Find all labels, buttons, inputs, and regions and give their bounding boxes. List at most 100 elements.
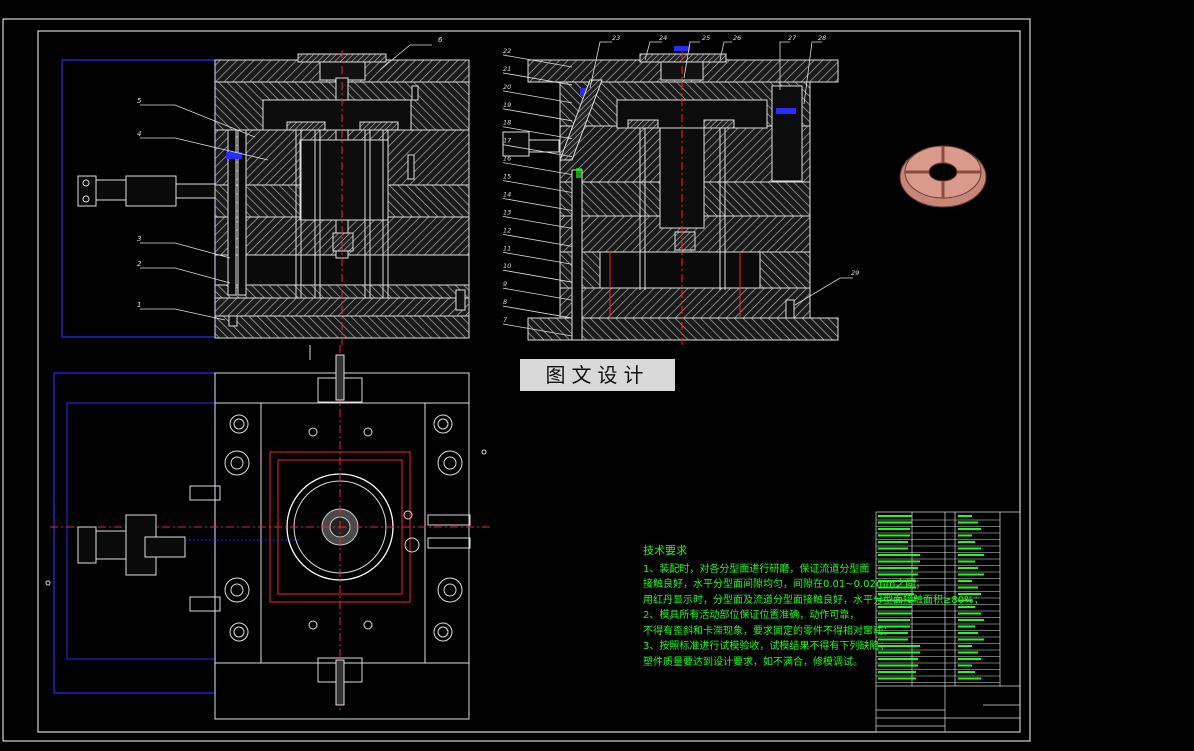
title-block-text-mark: [878, 606, 912, 608]
title-block-text-mark: [878, 567, 918, 569]
title-block-text-mark: [878, 534, 910, 537]
callout-9: 9: [503, 280, 507, 288]
title-block-text-mark: [958, 664, 972, 667]
title-block-text-mark: [878, 521, 912, 524]
callout-8: 8: [503, 298, 507, 306]
title-block-text-mark: [878, 541, 908, 543]
title-block-text-mark: [958, 534, 972, 537]
title-block-text-mark: [958, 580, 972, 582]
title-block-text-mark: [878, 612, 912, 615]
title-block-text-mark: [958, 586, 978, 589]
callout-18: 18: [503, 119, 511, 127]
callout-12: 12: [503, 226, 511, 234]
callout-10: 10: [503, 262, 511, 270]
callout-leader: [502, 162, 573, 175]
callout-leader: [502, 216, 573, 229]
title-block-text-mark: [878, 515, 912, 517]
title-block-text-mark: [878, 671, 916, 673]
callout-1: 1: [137, 301, 141, 309]
technical-requirements: 技术要求 1、装配时，对各分型面进行研磨，保证流道分型面 接触良好，水平分型面间…: [643, 543, 984, 670]
plan-view: [45, 345, 490, 720]
title-block-text-mark: [958, 632, 978, 634]
callout-22: 22: [503, 47, 511, 55]
callout-3: 3: [137, 235, 141, 243]
title-block-text-mark: [958, 606, 975, 608]
title-block-text-mark: [878, 573, 918, 576]
tech-line: 3、按照标准进行试模验收，试模结果不得有下列缺陷；: [643, 641, 890, 652]
callout-leader: [502, 180, 573, 193]
tech-line: 1、装配时，对各分型面进行研磨，保证流道分型面: [643, 563, 870, 575]
title-block: [875, 511, 1021, 733]
title-block-text-mark: [958, 645, 972, 647]
tech-heading: 技术要求: [643, 544, 687, 557]
title-block-text-mark: [878, 638, 908, 641]
title-block-text-mark: [958, 573, 984, 576]
title-block-text-mark: [878, 664, 918, 667]
title-block-text-mark: [958, 612, 981, 615]
left-section-view: 6 5 4 3 2 1: [61, 36, 470, 345]
product-3d-image: [899, 145, 987, 208]
callout-13: 13: [503, 208, 511, 216]
title-block-text-mark: [958, 677, 981, 680]
callout-leader: [502, 287, 573, 301]
title-block-text-mark: [878, 619, 910, 621]
title-block-text-mark: [958, 528, 981, 530]
tech-line: 用红丹显示时，分型面及流道分型面接触良好，水平分型面接触面积≥80%；: [643, 594, 984, 606]
callout-leader: [502, 54, 573, 68]
callout-leader: [502, 305, 573, 319]
title-block-text-mark: [878, 528, 910, 530]
title-block-text-mark: [958, 547, 981, 550]
title-block-text-mark: [878, 560, 920, 563]
title-block-text-mark: [958, 593, 981, 595]
title-block-text-mark: [958, 671, 975, 673]
callout-5: 5: [137, 97, 142, 105]
right-section-view: 23 24 25 26 27 28 29 2221201918171615141…: [502, 34, 859, 345]
title-block-text-mark: [958, 521, 978, 524]
callout-15: 15: [503, 173, 511, 181]
title-block-text-mark: [958, 567, 978, 569]
callout-28: 28: [818, 34, 826, 42]
inner-border: [37, 30, 1021, 733]
callout-leader: [502, 72, 573, 86]
title-block-text-mark: [878, 625, 910, 628]
title-block-text-mark: [958, 625, 975, 628]
title-block-text-mark: [878, 547, 908, 550]
callout-leader: [502, 269, 573, 283]
callout-leader: [502, 323, 573, 337]
callout-7: 7: [503, 316, 508, 324]
callout-29: 29: [851, 269, 859, 277]
title-block-text-mark: [958, 554, 984, 556]
title-block-text-mark: [958, 651, 978, 654]
title-block-text-mark: [878, 651, 920, 654]
title-block-text-mark: [958, 619, 984, 621]
callout-4: 4: [137, 130, 141, 138]
callout-leader: [502, 126, 573, 140]
callout-24: 24: [659, 34, 667, 42]
callout-14: 14: [503, 190, 511, 198]
callout-leader: [502, 251, 573, 265]
callout-16: 16: [503, 155, 511, 163]
callout-leader: [502, 233, 573, 247]
title-block-text-mark: [878, 677, 916, 680]
tech-line: 2、模具所有活动部位保证位置准确，动作可靠，: [643, 610, 860, 621]
title-block-text-mark: [878, 645, 920, 647]
tech-line: 不得有歪斜和卡滞现象，要求固定的零件不得相对窜动；: [643, 625, 893, 637]
callout-20: 20: [503, 83, 511, 91]
callout-2: 2: [137, 260, 142, 268]
watermark-label: 图文设计: [520, 359, 675, 391]
callout-25: 25: [702, 34, 710, 42]
tech-line: 接触良好，水平分型面间隙均匀，间隙在0.01~0.02mm之间；: [643, 579, 926, 590]
title-block-text-mark: [958, 658, 981, 660]
title-block-text-mark: [958, 599, 972, 602]
title-block-text-mark: [958, 515, 972, 517]
title-block-text-mark: [878, 632, 908, 634]
callout-23: 23: [612, 34, 620, 42]
title-block-text-mark: [878, 593, 914, 595]
outer-border: [2, 18, 1031, 742]
title-block-text-mark: [878, 554, 920, 556]
callout-leader: [502, 90, 573, 104]
title-block-text-mark: [958, 541, 975, 543]
callout-leader: [502, 108, 573, 122]
